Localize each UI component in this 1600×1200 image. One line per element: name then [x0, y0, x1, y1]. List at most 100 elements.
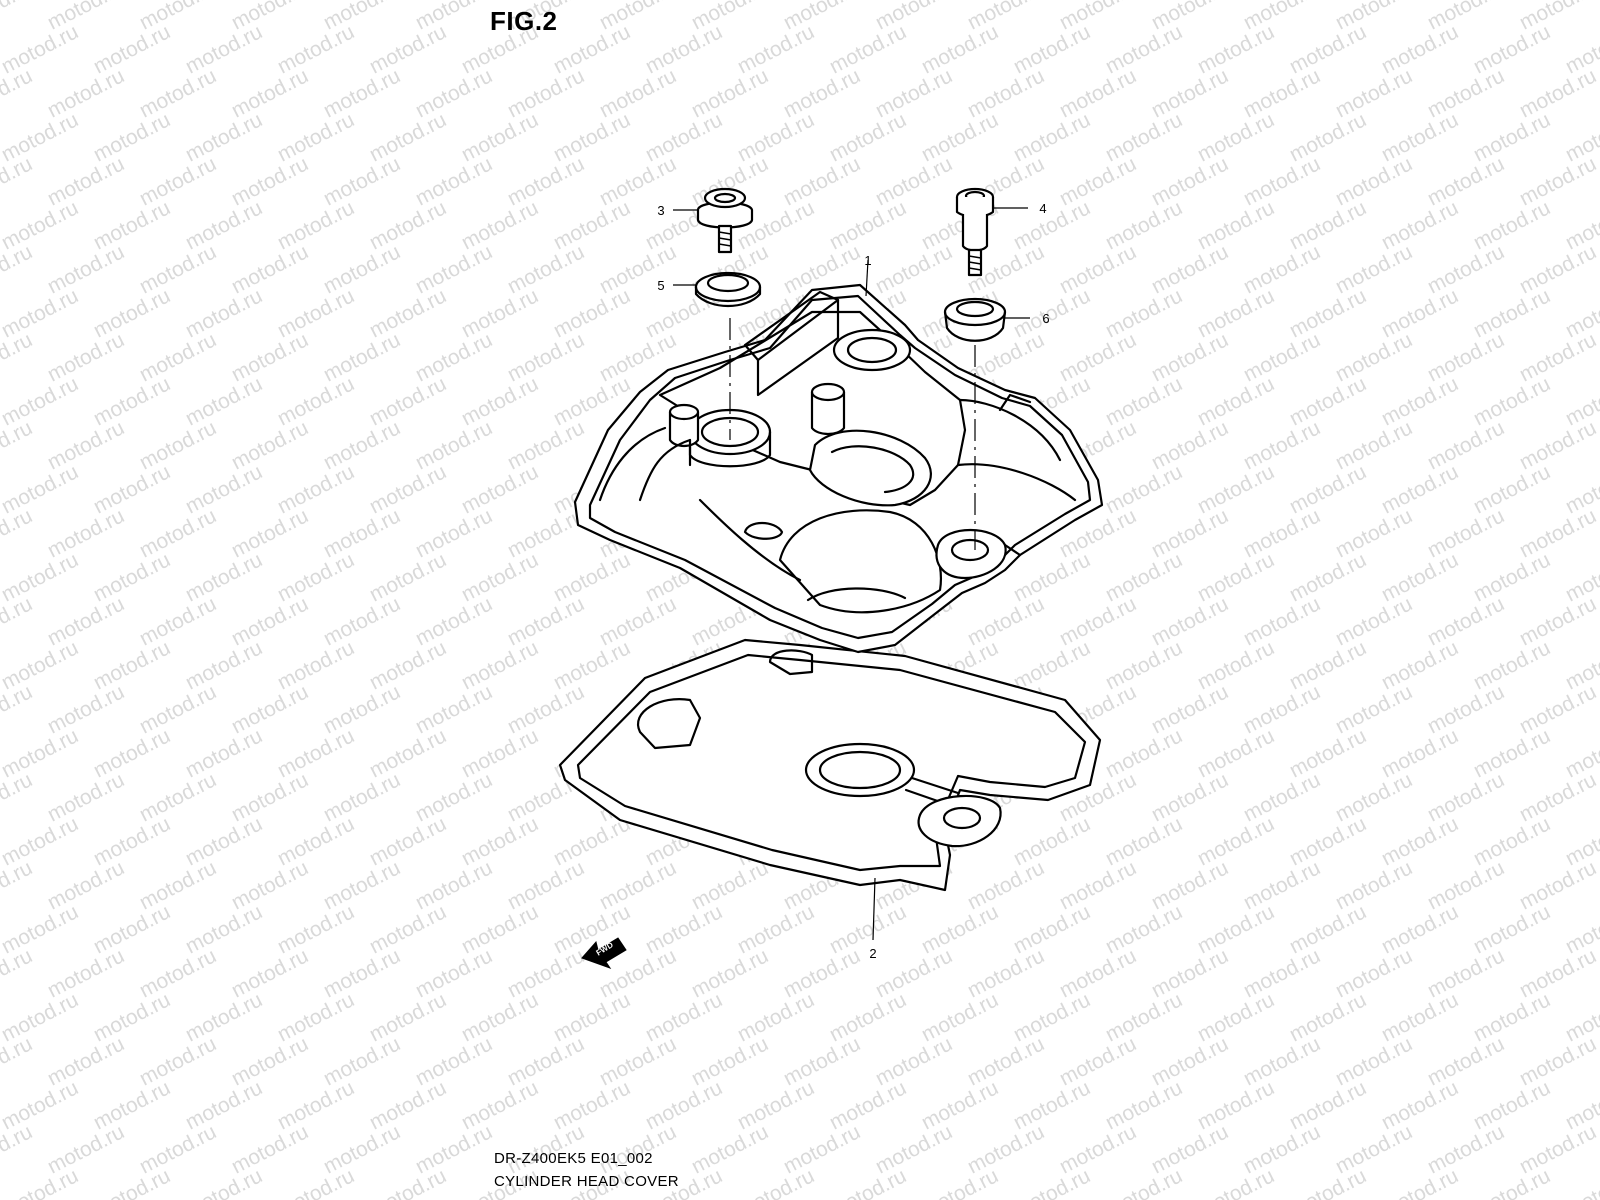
watermark-text: motod.ru [228, 1032, 312, 1090]
watermark-text: motod.ru [1470, 1164, 1554, 1200]
watermark-text: motod.ru [458, 900, 542, 958]
watermark-text: motod.ru [1240, 944, 1324, 1002]
watermark-text: motod.ru [1286, 548, 1370, 606]
watermark-text: motod.ru [1194, 1076, 1278, 1134]
watermark-text: motod.ru [1332, 152, 1416, 210]
watermark-text: motod.ru [274, 548, 358, 606]
watermark-text: motod.ru [1102, 108, 1186, 166]
watermark-text: motod.ru [0, 812, 82, 870]
watermark-text: motod.ru [1102, 548, 1186, 606]
watermark-text: motod.ru [1424, 240, 1508, 298]
watermark-text: motod.ru [366, 1076, 450, 1134]
watermark-text: motod.ru [1010, 1164, 1094, 1200]
watermark-text: motod.ru [1240, 856, 1324, 914]
watermark-text: motod.ru [320, 1120, 404, 1178]
watermark-text: motod.ru [1102, 988, 1186, 1046]
watermark-text: motod.ru [412, 328, 496, 386]
watermark-text: motod.ru [1516, 1120, 1600, 1178]
watermark-text: motod.ru [0, 460, 82, 518]
watermark-text: motod.ru [136, 504, 220, 562]
watermark-text: motod.ru [90, 812, 174, 870]
watermark-text: motod.ru [44, 1032, 128, 1090]
watermark-text: motod.ru [228, 64, 312, 122]
watermark-text: motod.ru [320, 768, 404, 826]
watermark-text: motod.ru [504, 856, 588, 914]
watermark-text: motod.ru [550, 988, 634, 1046]
figure-title: FIG.2 [490, 6, 558, 36]
watermark-text: motod.ru [1470, 20, 1554, 78]
watermark-text: motod.ru [596, 152, 680, 210]
watermark-text: motod.ru [1516, 1032, 1600, 1090]
watermark-text: motod.ru [412, 680, 496, 738]
watermark-text: motod.ru [1102, 1076, 1186, 1134]
watermark-text: motod.ru [1286, 900, 1370, 958]
watermark-text: motod.ru [1010, 636, 1094, 694]
watermark-text: motod.ru [1286, 284, 1370, 342]
watermark-text: motod.ru [44, 856, 128, 914]
watermark-text: motod.ru [366, 284, 450, 342]
watermark-text: motod.ru [1332, 592, 1416, 650]
watermark-text: motod.ru [366, 20, 450, 78]
watermark-text: motod.ru [964, 1120, 1048, 1178]
watermark-text: motod.ru [0, 1164, 82, 1200]
watermark-text: motod.ru [90, 1076, 174, 1134]
watermark-text: motod.ru [182, 724, 266, 782]
watermark-text: motod.ru [1010, 20, 1094, 78]
watermark-text: motod.ru [550, 548, 634, 606]
watermark-text: motod.ru [320, 944, 404, 1002]
watermark-text: motod.ru [1332, 944, 1416, 1002]
watermark-text: motod.ru [44, 240, 128, 298]
watermark-text: motod.ru [780, 1032, 864, 1090]
watermark-text: motod.ru [1148, 768, 1232, 826]
watermark-text: motod.ru [1378, 460, 1462, 518]
watermark-text: motod.ru [228, 416, 312, 474]
callout-6: 6 [1042, 311, 1049, 326]
watermark-text: motod.ru [228, 680, 312, 738]
watermark-text: motod.ru [458, 108, 542, 166]
watermark-text: motod.ru [320, 680, 404, 738]
watermark-text: motod.ru [826, 1164, 910, 1200]
watermark-text: motod.ru [1378, 1076, 1462, 1134]
watermark-text: motod.ru [182, 812, 266, 870]
watermark-text: motod.ru [688, 1032, 772, 1090]
watermark-text: motod.ru [228, 856, 312, 914]
watermark-text: motod.ru [826, 900, 910, 958]
watermark-text: motod.ru [1424, 64, 1508, 122]
watermark-text: motod.ru [412, 1120, 496, 1178]
watermark-text: motod.ru [90, 988, 174, 1046]
watermark-text: motod.ru [136, 592, 220, 650]
watermark-text: motod.ru [1148, 1120, 1232, 1178]
watermark-text: motod.ru [1470, 284, 1554, 342]
watermark-text: motod.ru [0, 20, 82, 78]
watermark-text: motod.ru [274, 636, 358, 694]
watermark-text: motod.ru [1148, 856, 1232, 914]
watermark-text: motod.ru [1332, 416, 1416, 474]
watermark-text: motod.ru [1470, 812, 1554, 870]
watermark-text: motod.ru [366, 460, 450, 518]
watermark-text: motod.ru [964, 64, 1048, 122]
watermark-text: motod.ru [1378, 196, 1462, 254]
watermark-text: motod.ru [182, 1076, 266, 1134]
callout-3: 3 [657, 203, 664, 218]
watermark-text: motod.ru [1194, 372, 1278, 430]
watermark-text: motod.ru [1470, 548, 1554, 606]
watermark-text: motod.ru [366, 1164, 450, 1200]
watermark-text: motod.ru [1378, 812, 1462, 870]
watermark-text: motod.ru [1194, 548, 1278, 606]
watermark-text: motod.ru [1148, 504, 1232, 562]
watermark-text: motod.ru [90, 636, 174, 694]
watermark-text: motod.ru [1102, 460, 1186, 518]
watermark-text: motod.ru [320, 328, 404, 386]
watermark-text: motod.ru [504, 1032, 588, 1090]
watermark-text: motod.ru [90, 548, 174, 606]
watermark-text: motod.ru [366, 724, 450, 782]
watermark-text: motod.ru [1424, 152, 1508, 210]
watermark-text: motod.ru [1194, 460, 1278, 518]
watermark-text: motod.ru [90, 20, 174, 78]
watermark-text: motod.ru [1516, 240, 1600, 298]
watermark-text: motod.ru [1286, 20, 1370, 78]
watermark-text: motod.ru [412, 504, 496, 562]
watermark-text: motod.ru [1010, 988, 1094, 1046]
watermark-text: motod.ru [182, 548, 266, 606]
